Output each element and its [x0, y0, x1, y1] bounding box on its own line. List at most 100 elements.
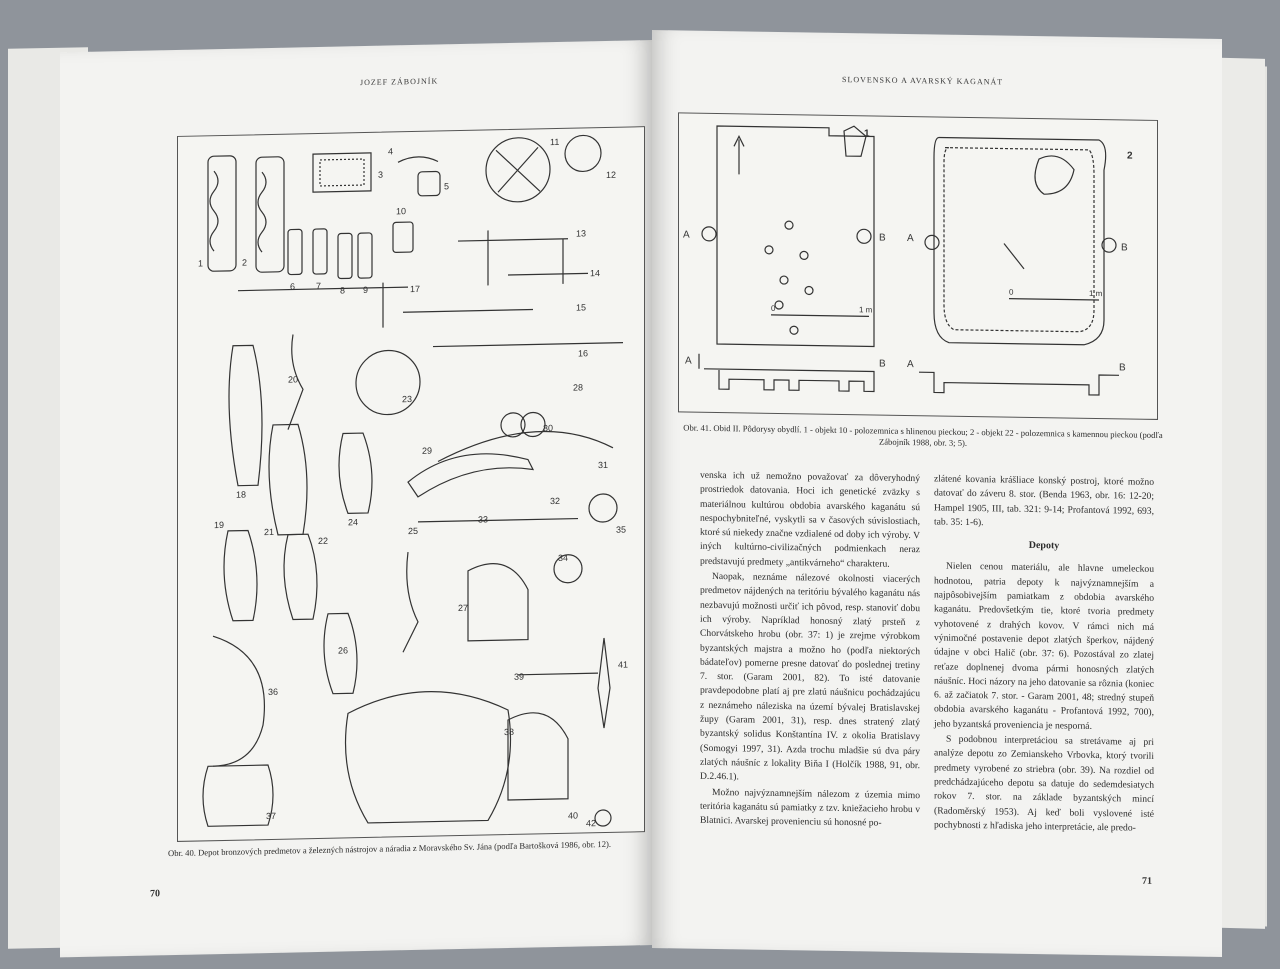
figure-number-15: 15	[576, 302, 586, 312]
artifact-6	[287, 228, 303, 276]
right-page: Slovensko a avarský kaganát	[652, 30, 1222, 957]
artifact-32	[418, 517, 578, 523]
plan-1-number: 1	[864, 128, 870, 139]
figure-number-37: 37	[266, 811, 276, 821]
dwelling-plans-drawing: 1 2 A B A B A B A B 0 1 m 0 1 m	[683, 125, 1133, 396]
text-column-left: venska ich už nemožno považovať za dôver…	[700, 469, 920, 833]
figure-number-41: 41	[618, 660, 628, 670]
section-1	[704, 368, 875, 393]
artifact-16	[433, 342, 623, 348]
figure-number-27: 27	[458, 603, 468, 613]
plan-2-label-a: A	[907, 233, 914, 244]
artifact-stirrup-27	[467, 563, 529, 642]
right-page-number: 71	[1142, 875, 1152, 887]
artifact-8	[337, 232, 353, 280]
figure-number-38: 38	[504, 727, 514, 737]
artifact-7	[312, 228, 328, 275]
artifact-plate-3	[312, 152, 372, 193]
stone-oven	[1034, 155, 1075, 195]
scale-2-end: 1 m	[1089, 289, 1103, 298]
paragraph-right-intro: zlátené kovania krášliace konský postroj…	[934, 473, 1154, 529]
figure-41-caption: Obr. 41. Obid II. Pôdorysy obydlí. 1 - o…	[683, 422, 1163, 449]
paragraph-right-2: S podobnou interpretáciou sa stretávame …	[934, 733, 1154, 834]
artifact-21	[268, 423, 308, 536]
artifact-15	[403, 308, 533, 313]
section-heading-depoty: Depoty	[1028, 540, 1060, 552]
artifact-34	[553, 554, 583, 584]
artifact-17	[238, 286, 408, 292]
section-2	[919, 371, 1119, 396]
artifact-31	[437, 430, 614, 463]
artifact-20	[287, 334, 304, 430]
figure-number-14: 14	[590, 268, 600, 278]
artifact-stirrup-40	[507, 712, 569, 801]
clay-oven	[843, 125, 867, 157]
figure-number-25: 25	[408, 526, 418, 536]
artifact-29	[407, 453, 535, 498]
figure-number-9: 9	[363, 285, 368, 295]
figure-number-34: 34	[558, 553, 568, 563]
figure-number-5: 5	[444, 181, 449, 191]
figure-number-31: 31	[598, 460, 608, 470]
figure-number-12: 12	[606, 170, 616, 180]
artifact-5	[417, 170, 441, 197]
figure-number-30: 30	[543, 423, 553, 433]
plan-2-number: 2	[1127, 150, 1133, 161]
section-2-label-b: B	[1119, 362, 1126, 373]
figure-number-35: 35	[616, 525, 626, 535]
figure-number-10: 10	[396, 206, 406, 216]
artifact-ornament-2	[257, 171, 267, 253]
figure-number-17: 17	[410, 284, 420, 294]
artifact-39	[518, 672, 598, 676]
artifact-4	[397, 156, 439, 163]
figure-number-4: 4	[388, 146, 393, 156]
post-a1	[701, 226, 717, 242]
figure-number-28: 28	[573, 382, 583, 392]
plan-2-label-b: B	[1121, 242, 1128, 253]
artifact-30a	[500, 412, 526, 438]
post-a2	[924, 234, 940, 250]
figure-number-7: 7	[316, 281, 321, 291]
figure-number-8: 8	[340, 285, 345, 295]
post-b1	[856, 228, 872, 244]
figure-number-21: 21	[264, 527, 274, 537]
artifact-13	[458, 230, 568, 286]
artifact-spearhead-41	[597, 637, 611, 729]
north-arrow-2	[1003, 243, 1025, 270]
text-column-right: zlátené kovania krášliace konský postroj…	[934, 472, 1154, 837]
figure-number-6: 6	[290, 281, 295, 291]
artifact-strap-end-1	[207, 155, 237, 272]
artifact-35	[588, 493, 618, 523]
plan-1-label-a: A	[683, 229, 690, 240]
artifacts-drawing: 1234567891011121314151617181920212223242…	[198, 134, 628, 828]
artifact-9	[357, 232, 373, 279]
artifact-37	[202, 764, 274, 827]
left-page-number: 70	[150, 888, 160, 900]
figure-number-1: 1	[198, 258, 203, 268]
artifact-ornament-1	[209, 170, 219, 252]
figure-number-40: 40	[568, 811, 578, 821]
section-2-label-a: A	[907, 359, 914, 370]
paragraph-left-1: venska ich už nemožno považovať za dôver…	[700, 469, 920, 570]
right-running-head: Slovensko a avarský kaganát	[842, 74, 1004, 87]
figure-number-18: 18	[236, 490, 246, 500]
artifact-strap-end-2	[255, 156, 285, 273]
paragraph-right-1: Nielen cenou materiálu, ale hlavne umele…	[934, 561, 1154, 732]
left-running-head: Jozef Zábojník	[360, 76, 439, 88]
figure-number-11: 11	[550, 137, 559, 147]
artifact-10	[392, 221, 414, 253]
figure-number-33: 33	[478, 514, 488, 524]
section-1-label-a: A	[685, 356, 692, 367]
figure-number-22: 22	[318, 536, 328, 546]
scale-2-start: 0	[1009, 288, 1014, 297]
figure-number-24: 24	[348, 517, 358, 527]
left-page: Jozef Zábojník	[60, 40, 652, 958]
figure-number-13: 13	[576, 228, 586, 238]
figure-number-23: 23	[402, 394, 412, 404]
paragraph-left-3: Možno najvýznamnejším nálezom z územia m…	[700, 786, 920, 829]
artifact-25	[402, 552, 419, 653]
scale-1-start: 0	[771, 304, 776, 313]
figure-number-26: 26	[338, 645, 348, 655]
figure-41-plans: 1 2 A B A B A B A B 0 1 m 0 1 m	[678, 112, 1158, 420]
